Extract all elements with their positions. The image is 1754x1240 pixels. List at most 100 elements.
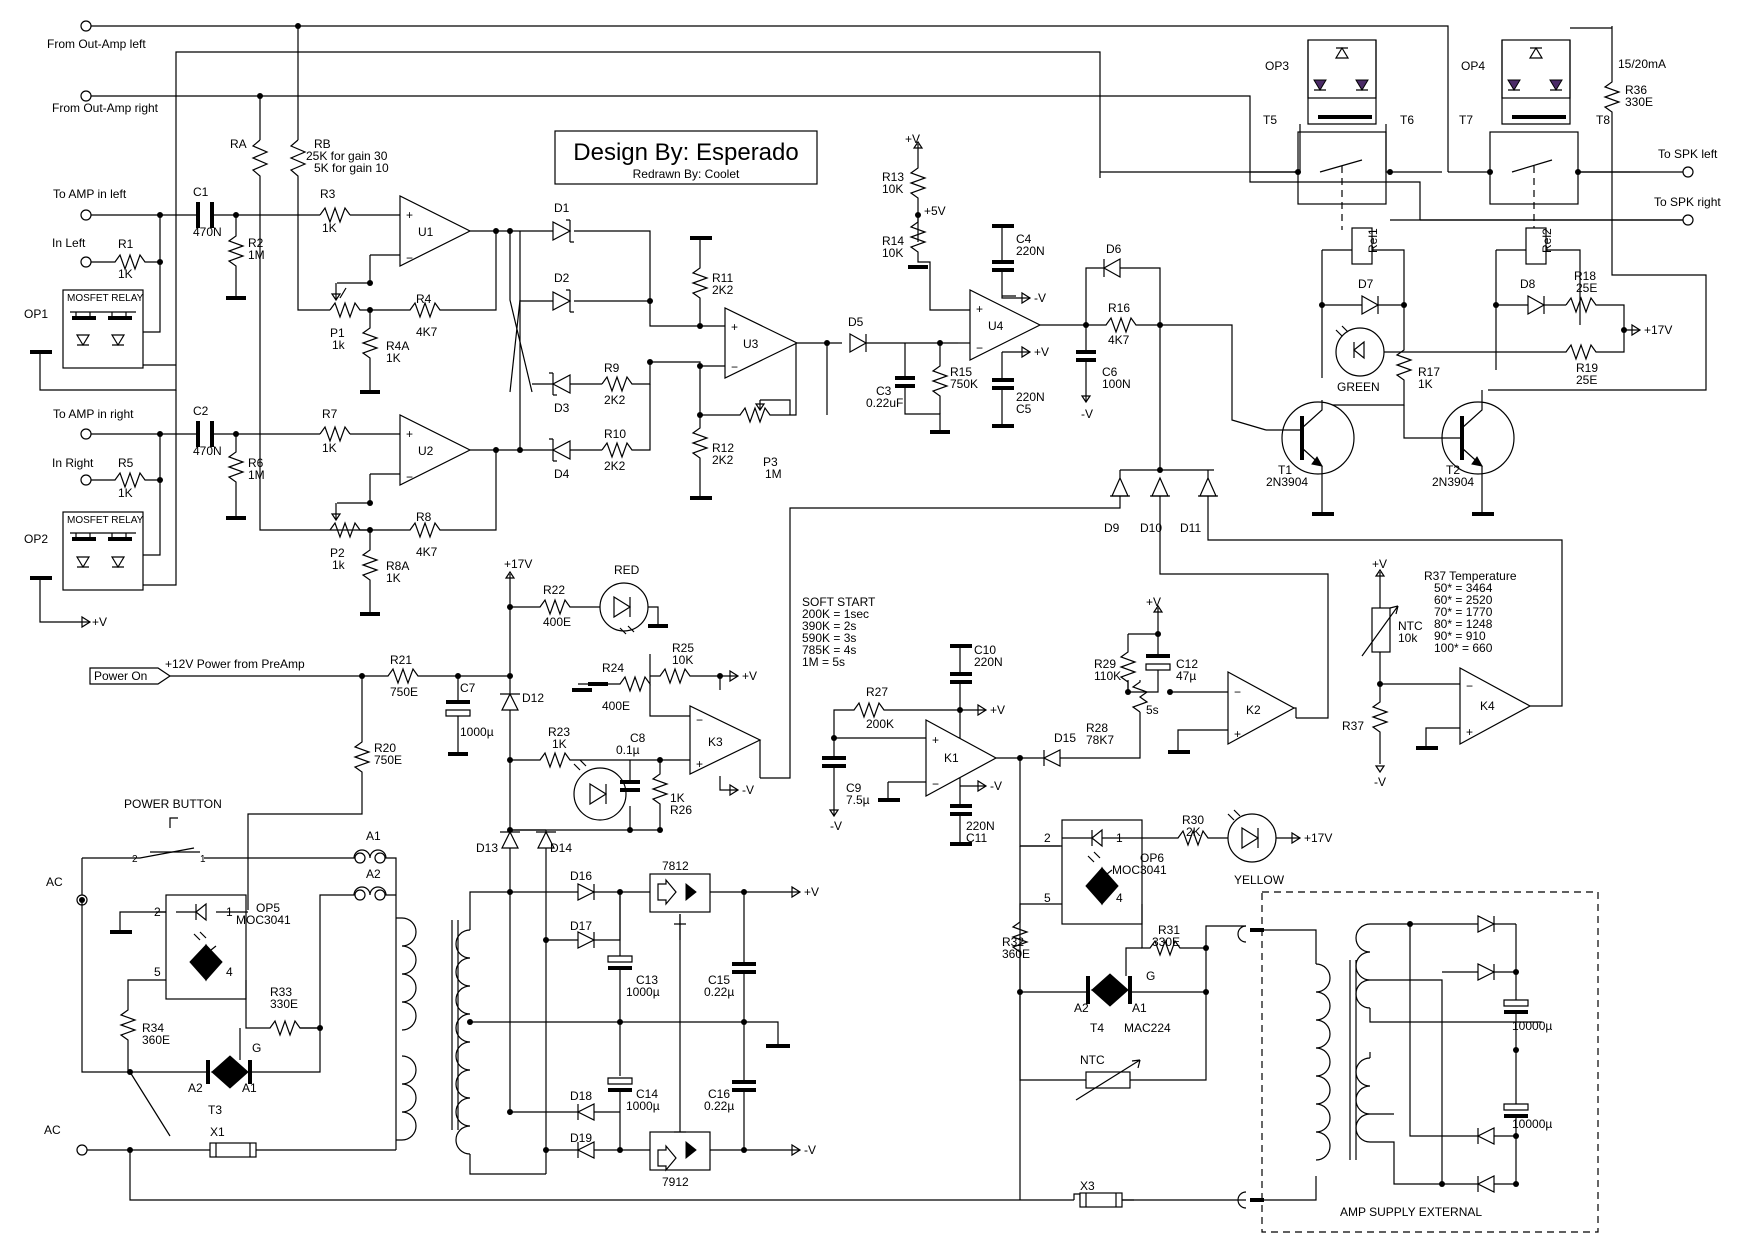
- label-k3-pv: +V: [742, 669, 757, 683]
- label-c11: C11: [966, 831, 987, 845]
- diode-or-block: D9 D10 D11: [760, 467, 1563, 779]
- label-r31: R31: [1158, 923, 1180, 937]
- label-c4-value: 220N: [1016, 244, 1045, 258]
- label-amp-in-left: To AMP in left: [53, 187, 127, 201]
- label-soft6: 1M = 5s: [802, 655, 845, 669]
- label-reg1: 7812: [662, 859, 689, 873]
- label-d16: D16: [570, 869, 592, 883]
- top-input-rails: From Out-Amp left From Out-Amp right RA …: [47, 20, 1449, 531]
- label-k1-mv: -V: [990, 779, 1002, 793]
- label-u1-minus: −: [406, 251, 413, 265]
- label-k4-plus: +: [1466, 725, 1473, 739]
- label-c16: C16: [708, 1087, 730, 1101]
- label-mosfet2: MOSFET RELAY: [67, 515, 144, 526]
- label-mosfet1: MOSFET RELAY: [67, 293, 144, 304]
- label-r7-value: 1K: [322, 441, 337, 455]
- label-r8-value: 4K7: [416, 545, 438, 559]
- label-c7-value: 1000µ: [460, 725, 494, 739]
- label-c9-mv: -V: [830, 819, 842, 833]
- title-sub: Redrawn By: Coolet: [633, 167, 740, 181]
- label-op6-p1: 1: [1116, 831, 1123, 845]
- label-r25: R25: [672, 641, 694, 655]
- label-a2: A2: [366, 867, 381, 881]
- label-r22: R22: [543, 583, 565, 597]
- label-17v-yellow: +17V: [1304, 831, 1332, 845]
- label-r15: R15: [950, 365, 972, 379]
- label-t2: T2: [1446, 463, 1460, 477]
- label-u4-plus-v: +V: [1034, 345, 1049, 359]
- amp-supply-external: AMP SUPPLY EXTERNAL 10000µ 10000µ: [1261, 891, 1599, 1233]
- label-d5: D5: [848, 315, 864, 329]
- label-amp-in-right: To AMP in right: [53, 407, 134, 421]
- label-d7: D7: [1358, 277, 1374, 291]
- label-c9: C9: [846, 781, 862, 795]
- label-k4: K4: [1480, 699, 1495, 713]
- label-p1-value: 1k: [332, 338, 346, 352]
- label-r6: R6: [248, 456, 264, 470]
- label-d12: D12: [522, 691, 544, 705]
- left-channel-input: To AMP in left C1 470N R2 1M R3 1K In Le…: [24, 51, 1101, 391]
- label-rb-gain30: 25K for gain 30: [306, 149, 388, 163]
- label-t3-g: G: [252, 1041, 261, 1055]
- label-t3-a2: A2: [188, 1081, 203, 1095]
- label-op6-p4: 4: [1116, 891, 1123, 905]
- label-u2-plus: +: [406, 427, 413, 441]
- label-p1: P1: [330, 326, 345, 340]
- label-d10: D10: [1140, 521, 1162, 535]
- label-r33: R33: [270, 985, 292, 999]
- label-c3-value: 0.22uF: [866, 396, 903, 410]
- label-u4-minus: −: [976, 341, 983, 355]
- label-d8: D8: [1520, 277, 1536, 291]
- label-op5-p5: 5: [154, 965, 161, 979]
- power-on-block: Power On +12V Power from PreAmp R21 750E…: [89, 557, 762, 910]
- label-r28: R28: [1086, 721, 1108, 735]
- label-r4: R4: [416, 292, 432, 306]
- label-r23-value: 1K: [552, 737, 567, 751]
- label-op6-p5: 5: [1044, 891, 1051, 905]
- label-u3-minus: −: [731, 360, 738, 374]
- label-r32: R32: [1002, 935, 1024, 949]
- label-c12-value: 47µ: [1176, 669, 1196, 683]
- label-r11-value: 2K2: [712, 283, 734, 297]
- label-r34: R34: [142, 1021, 164, 1035]
- label-d19: D19: [570, 1131, 592, 1145]
- label-op5-value: MOC3041: [236, 913, 291, 927]
- label-reg-mv: -V: [804, 1143, 816, 1157]
- label-c15-value: 0.22µ: [704, 985, 734, 999]
- label-d15: D15: [1054, 731, 1076, 745]
- label-t80: 80* = 1248: [1434, 617, 1493, 631]
- label-r23: R23: [548, 725, 570, 739]
- label-t3: T3: [208, 1103, 222, 1117]
- soft-start-block: SOFT START 200K = 1sec 390K = 2s 590K = …: [802, 595, 1296, 847]
- label-c3: C3: [876, 384, 892, 398]
- label-c13: C13: [636, 973, 658, 987]
- label-c2: C2: [193, 404, 209, 418]
- label-r14-value: 10K: [882, 246, 903, 260]
- label-t4: T4: [1090, 1021, 1104, 1035]
- label-reg-pv: +V: [804, 885, 819, 899]
- label-k3-plus: +: [696, 757, 703, 771]
- label-r22-value: 400E: [543, 615, 571, 629]
- label-soft1: SOFT START: [802, 595, 876, 609]
- label-k1-plus: +: [932, 733, 939, 747]
- label-u3: U3: [743, 337, 759, 351]
- label-op6-value: MOC3041: [1112, 863, 1167, 877]
- label-r10: R10: [604, 427, 626, 441]
- label-r29: R29: [1094, 657, 1116, 671]
- label-soft3: 390K = 2s: [802, 619, 856, 633]
- label-r32-value: 360E: [1002, 947, 1030, 961]
- label-t90: 90* = 910: [1434, 629, 1486, 643]
- label-r34-value: 360E: [142, 1033, 170, 1047]
- label-ac1: AC: [46, 875, 63, 889]
- psu-block: D13 D14 D16 D17 D18 D19 C13 1000µ C14 10…: [395, 829, 819, 1189]
- label-sw1: 1: [200, 854, 206, 865]
- label-r9: R9: [604, 361, 620, 375]
- label-spk-right: To SPK right: [1654, 195, 1721, 209]
- label-r18-value: 25E: [1576, 281, 1597, 295]
- label-r8a-value: 1K: [386, 571, 401, 585]
- label-k3: K3: [708, 735, 723, 749]
- label-t4-a1: A1: [1132, 1001, 1147, 1015]
- label-amp-supply: AMP SUPPLY EXTERNAL: [1340, 1205, 1482, 1219]
- label-c6: C6: [1102, 365, 1118, 379]
